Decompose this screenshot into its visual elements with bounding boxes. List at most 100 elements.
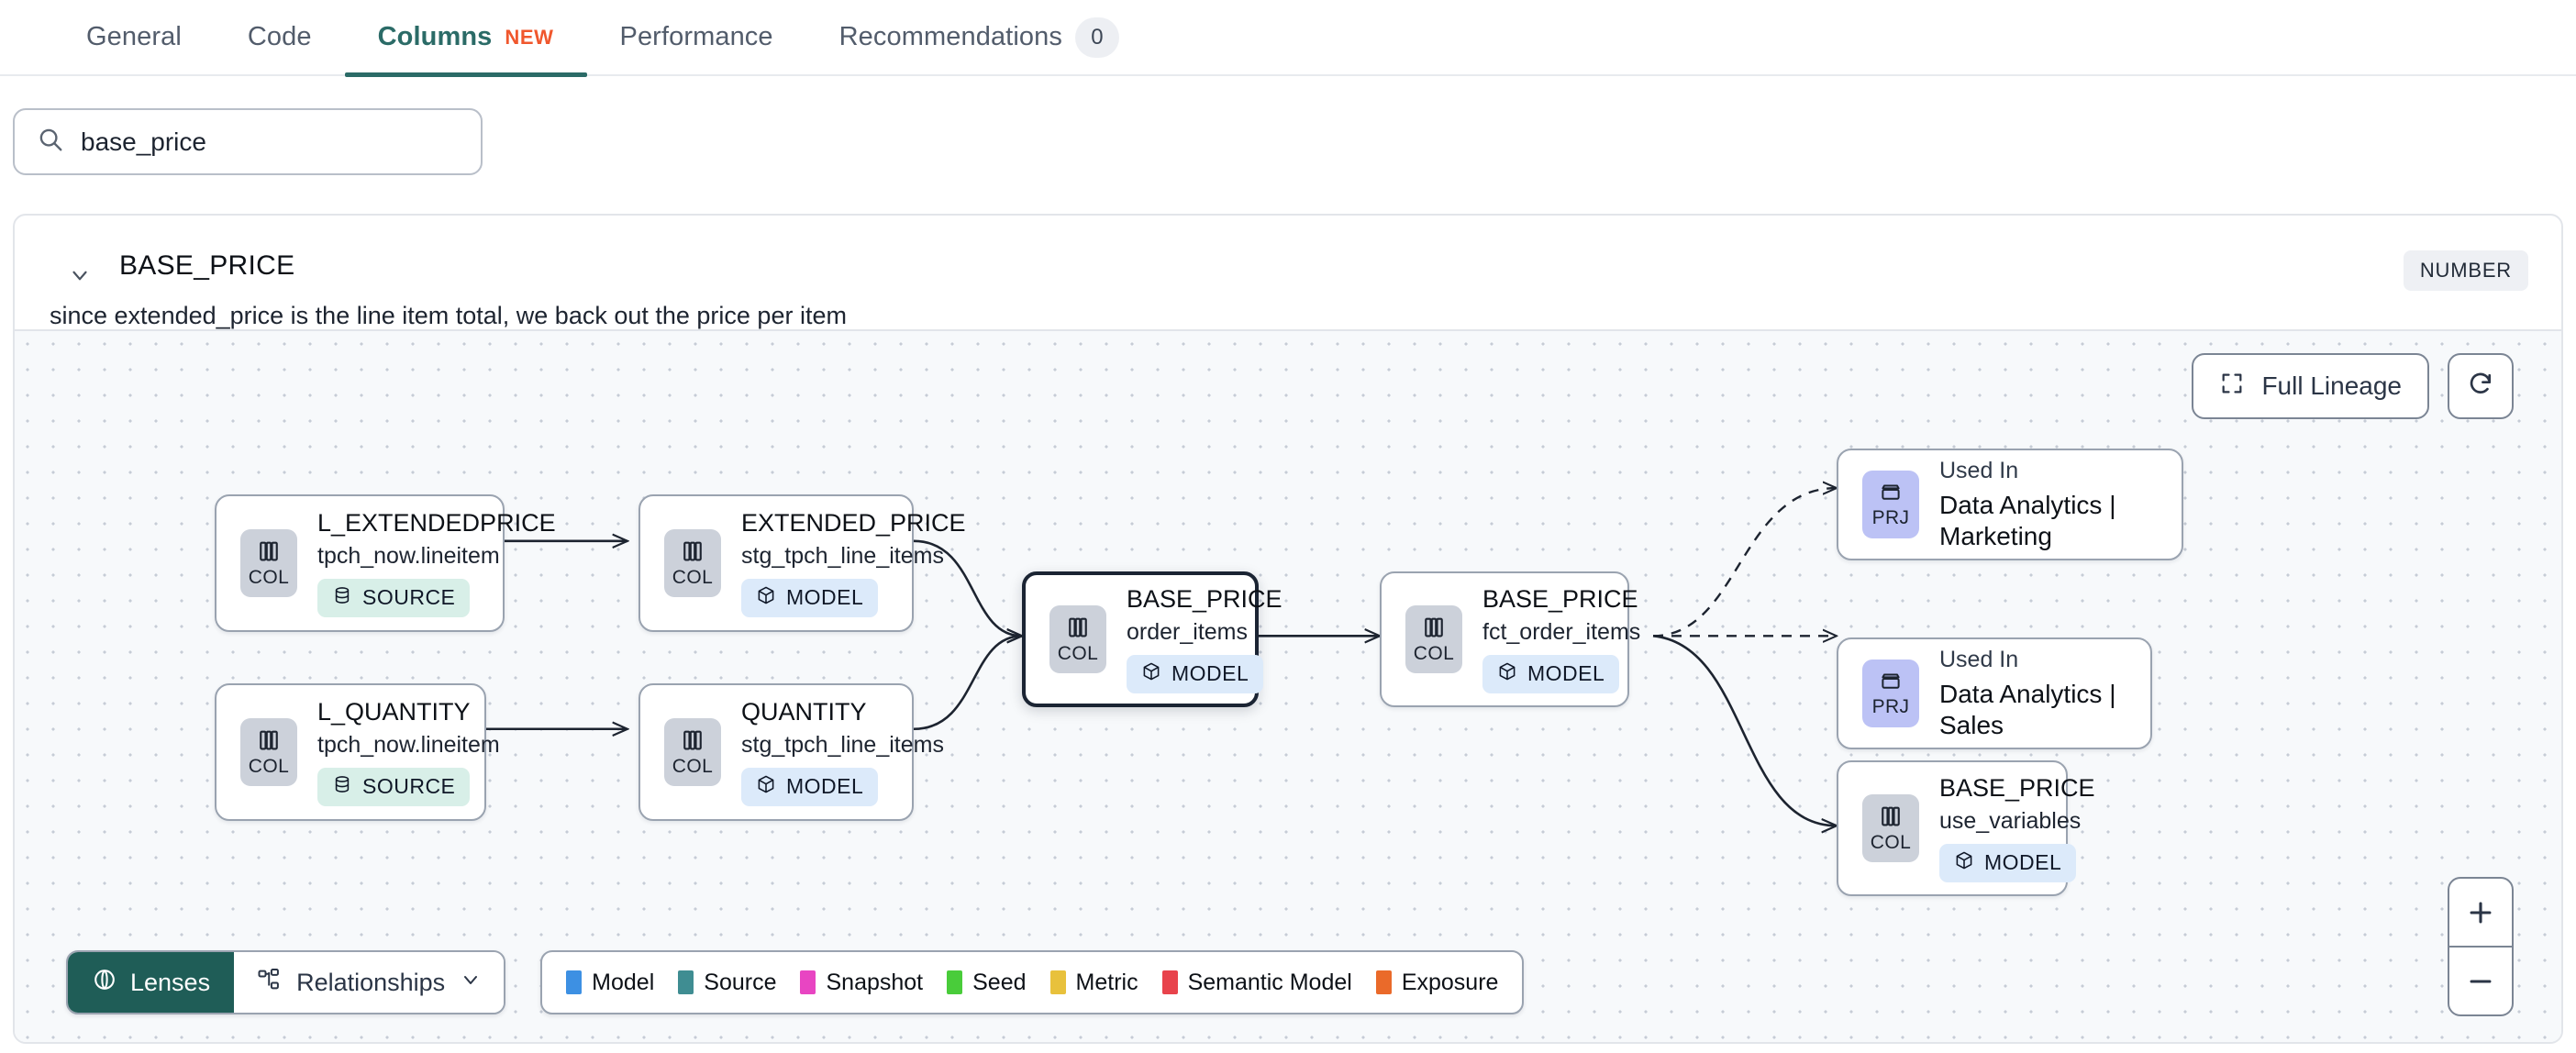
node-body: BASE_PRICE order_items MODEL: [1127, 585, 1282, 693]
lineage-node-used-in-sales[interactable]: PRJ Used In Data Analytics | Sales: [1837, 637, 2152, 749]
node-type-tag: MODEL: [1482, 654, 1620, 693]
lenses-label: Lenses: [130, 968, 211, 996]
node-tag-label: MODEL: [786, 585, 864, 610]
node-tag-label: MODEL: [786, 774, 864, 799]
tab-recommendations[interactable]: Recommendations 0: [806, 0, 1152, 75]
node-tag-label: SOURCE: [362, 585, 456, 610]
legend-item-seed: Seed: [947, 969, 1027, 996]
node-name: L_QUANTITY: [317, 698, 471, 726]
kind-label: COL: [672, 756, 714, 777]
tab-general[interactable]: General: [53, 0, 215, 75]
lineage-node-extended-price[interactable]: COL EXTENDED_PRICE stg_tpch_line_items M…: [638, 494, 966, 632]
column-kind-icon: COL: [1862, 794, 1919, 862]
node-type-tag: MODEL: [741, 767, 879, 806]
tab-label: Performance: [619, 22, 773, 51]
legend-item-semantic-model: Semantic Model: [1161, 970, 1352, 996]
column-kind-icon: COL: [1049, 605, 1106, 673]
search-box[interactable]: [13, 108, 483, 175]
column-description: since extended_price is the line item to…: [50, 302, 847, 329]
lineage-node-l-extendedprice[interactable]: COL L_EXTENDEDPRICE tpch_now.lineitem SO…: [215, 494, 556, 632]
node-name: BASE_PRICE: [1482, 585, 1638, 614]
node-label: Used In: [1939, 457, 2019, 483]
kind-label: COL: [248, 567, 290, 588]
legend-swatch: [947, 970, 963, 994]
kind-label: COL: [248, 756, 290, 777]
node-tag-label: MODEL: [1527, 661, 1605, 686]
expand-icon: [2219, 371, 2245, 403]
new-badge: NEW: [505, 25, 554, 49]
zoom-out-button[interactable]: [2449, 948, 2512, 1014]
lineage-edges: [484, 331, 2561, 1042]
tab-code[interactable]: Code: [215, 0, 345, 75]
node-subtitle: stg_tpch_line_items: [741, 542, 944, 569]
column-name: BASE_PRICE: [119, 250, 295, 281]
node-type-tag: MODEL: [1127, 654, 1264, 693]
node-type-tag: SOURCE: [317, 767, 471, 806]
tab-columns[interactable]: Columns NEW: [344, 0, 587, 77]
column-kind-icon: COL: [664, 718, 721, 786]
node-type-tag: MODEL: [1939, 843, 2077, 882]
tab-label: Columns: [377, 22, 493, 51]
node-body: BASE_PRICE use_variables MODEL: [1939, 774, 2095, 882]
tab-label: Code: [247, 22, 312, 51]
relationships-icon: [256, 967, 282, 999]
chevron-down-icon: [460, 969, 482, 997]
project-kind-icon: PRJ: [1862, 471, 1919, 538]
lineage-node-base-price-use-variables[interactable]: COL BASE_PRICE use_variables MODEL: [1837, 760, 2095, 896]
search-input[interactable]: [81, 127, 459, 157]
lineage-node-quantity[interactable]: COL QUANTITY stg_tpch_line_items MODEL: [638, 683, 944, 821]
chevron-down-icon[interactable]: [68, 263, 92, 292]
node-name: QUANTITY: [741, 698, 867, 726]
cube-icon: [1141, 661, 1161, 687]
zoom-in-button[interactable]: [2449, 879, 2512, 948]
cube-icon: [1954, 850, 1974, 876]
column-kind-icon: COL: [240, 529, 297, 597]
full-lineage-button[interactable]: Full Lineage: [2192, 353, 2429, 419]
node-tag-label: SOURCE: [362, 774, 456, 799]
refresh-button[interactable]: [2448, 353, 2514, 419]
legend-swatch: [800, 970, 816, 994]
lineage-bottom-toolbar: Lenses Relationships: [66, 950, 1525, 1014]
legend-swatch: [1375, 970, 1392, 994]
lens-icon: [92, 967, 117, 999]
legend-label: Snapshot: [826, 969, 924, 995]
tab-bar: General Code Columns NEW Performance Rec…: [0, 0, 2576, 77]
database-icon: [332, 585, 352, 611]
tab-label: Recommendations: [838, 22, 1062, 51]
kind-label: PRJ: [1871, 507, 1910, 528]
lineage-canvas[interactable]: COL L_EXTENDEDPRICE tpch_now.lineitem SO…: [15, 329, 2561, 1042]
lineage-node-base-price-order-items[interactable]: COL BASE_PRICE order_items MODEL: [1022, 571, 1282, 707]
node-subtitle: fct_order_items: [1482, 618, 1641, 645]
lineage-node-base-price-fct-order-items[interactable]: COL BASE_PRICE fct_order_items MODEL: [1380, 571, 1640, 707]
legend-item-snapshot: Snapshot: [800, 970, 923, 996]
node-body: Used In Data Analytics | Marketing: [1939, 458, 2158, 552]
node-name: BASE_PRICE: [1939, 774, 2095, 803]
node-body: L_EXTENDEDPRICE tpch_now.lineitem SOURCE: [317, 509, 556, 617]
cube-icon: [756, 774, 776, 800]
kind-label: COL: [672, 567, 714, 588]
kind-label: COL: [1870, 832, 1912, 853]
node-body: Used In Data Analytics | Sales: [1939, 647, 2126, 741]
column-card: BASE_PRICE NUMBER since extended_price i…: [13, 214, 2563, 1044]
legend-label: Metric: [1075, 969, 1138, 995]
node-type-tag: MODEL: [741, 578, 879, 617]
tab-performance[interactable]: Performance: [587, 0, 806, 75]
full-lineage-label: Full Lineage: [2261, 371, 2402, 400]
lineage-node-used-in-marketing[interactable]: PRJ Used In Data Analytics | Marketing: [1837, 449, 2183, 560]
legend-label: Model: [592, 969, 655, 995]
relationships-dropdown[interactable]: Relationships: [234, 952, 505, 1013]
legend-swatch: [1161, 970, 1178, 994]
cube-icon: [756, 585, 776, 611]
kind-label: COL: [1413, 643, 1455, 664]
legend-item-exposure: Exposure: [1375, 970, 1498, 996]
column-type-badge: NUMBER: [2403, 250, 2528, 291]
node-subtitle: tpch_now.lineitem: [317, 731, 500, 758]
legend-label: Source: [704, 969, 777, 995]
lenses-button[interactable]: Lenses: [68, 952, 235, 1013]
kind-label: COL: [1057, 643, 1099, 664]
lenses-group: Lenses Relationships: [66, 950, 506, 1014]
lineage-node-l-quantity[interactable]: COL L_QUANTITY tpch_now.lineitem SOURCE: [215, 683, 500, 821]
legend-label: Seed: [972, 969, 1027, 995]
lineage-top-controls: Full Lineage: [2192, 353, 2514, 419]
